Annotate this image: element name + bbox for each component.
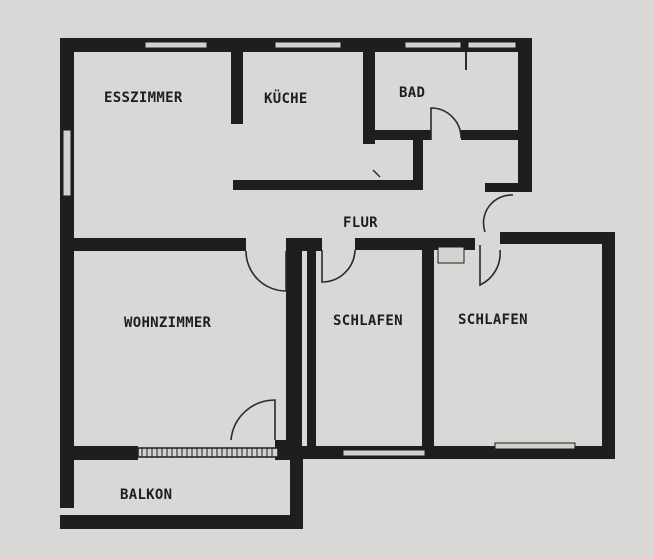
door-balkon	[230, 399, 276, 441]
label-wohnzimmer: WOHNZIMMER	[124, 315, 212, 331]
wall-left	[60, 38, 74, 508]
label-flur: FLUR	[343, 215, 378, 231]
kitchen-mark	[372, 169, 381, 178]
doors	[230, 107, 514, 441]
wall-kitchen-low	[233, 180, 423, 190]
wall-schlafen2-top	[500, 232, 615, 244]
door-wohnzimmer	[245, 250, 287, 292]
door-schlafen-1	[321, 249, 356, 283]
wall-flur-right	[485, 183, 532, 192]
wall-bath-right	[518, 38, 532, 190]
wall-kitchen-post	[413, 140, 423, 190]
wall-balkon-bottom	[60, 515, 303, 529]
window-left	[62, 129, 72, 197]
wall-wohn-bottom-left	[60, 446, 138, 460]
balcony-railing	[137, 447, 279, 458]
label-schlafen-1: SCHLAFEN	[333, 313, 403, 329]
wall-schlafen-divider	[422, 245, 434, 458]
window-kueche	[274, 41, 342, 49]
wall-middle-left	[74, 238, 246, 251]
wall-ess-kueche	[231, 52, 243, 124]
wall-wohn-schlafen	[286, 238, 302, 458]
wall-balkon-right	[290, 455, 303, 529]
label-bad: BAD	[399, 85, 425, 101]
radiator	[437, 246, 465, 264]
wall-schlafen1-left	[307, 250, 316, 458]
wall-kueche-bad	[363, 52, 375, 144]
door-bad	[430, 107, 462, 140]
wall-right	[602, 232, 615, 454]
wall-bad-bottom-right	[461, 130, 532, 140]
label-balkon: BALKON	[120, 487, 172, 503]
railing-frame	[137, 447, 279, 458]
wall-bad-bottom-left	[363, 130, 431, 140]
door-flur-right	[482, 194, 514, 233]
label-schlafen-2: SCHLAFEN	[458, 312, 528, 328]
label-esszimmer: ESSZIMMER	[104, 90, 183, 106]
label-kueche: KÜCHE	[264, 89, 308, 107]
window-schlafen-1	[342, 449, 426, 457]
windows	[62, 41, 576, 457]
railing-bars	[141, 448, 273, 457]
window-bad-1	[404, 41, 462, 49]
window-bad-2	[467, 41, 517, 49]
door-schlafen-2	[479, 245, 501, 287]
window-schlafen-2	[494, 442, 576, 450]
window-ess	[144, 41, 208, 49]
